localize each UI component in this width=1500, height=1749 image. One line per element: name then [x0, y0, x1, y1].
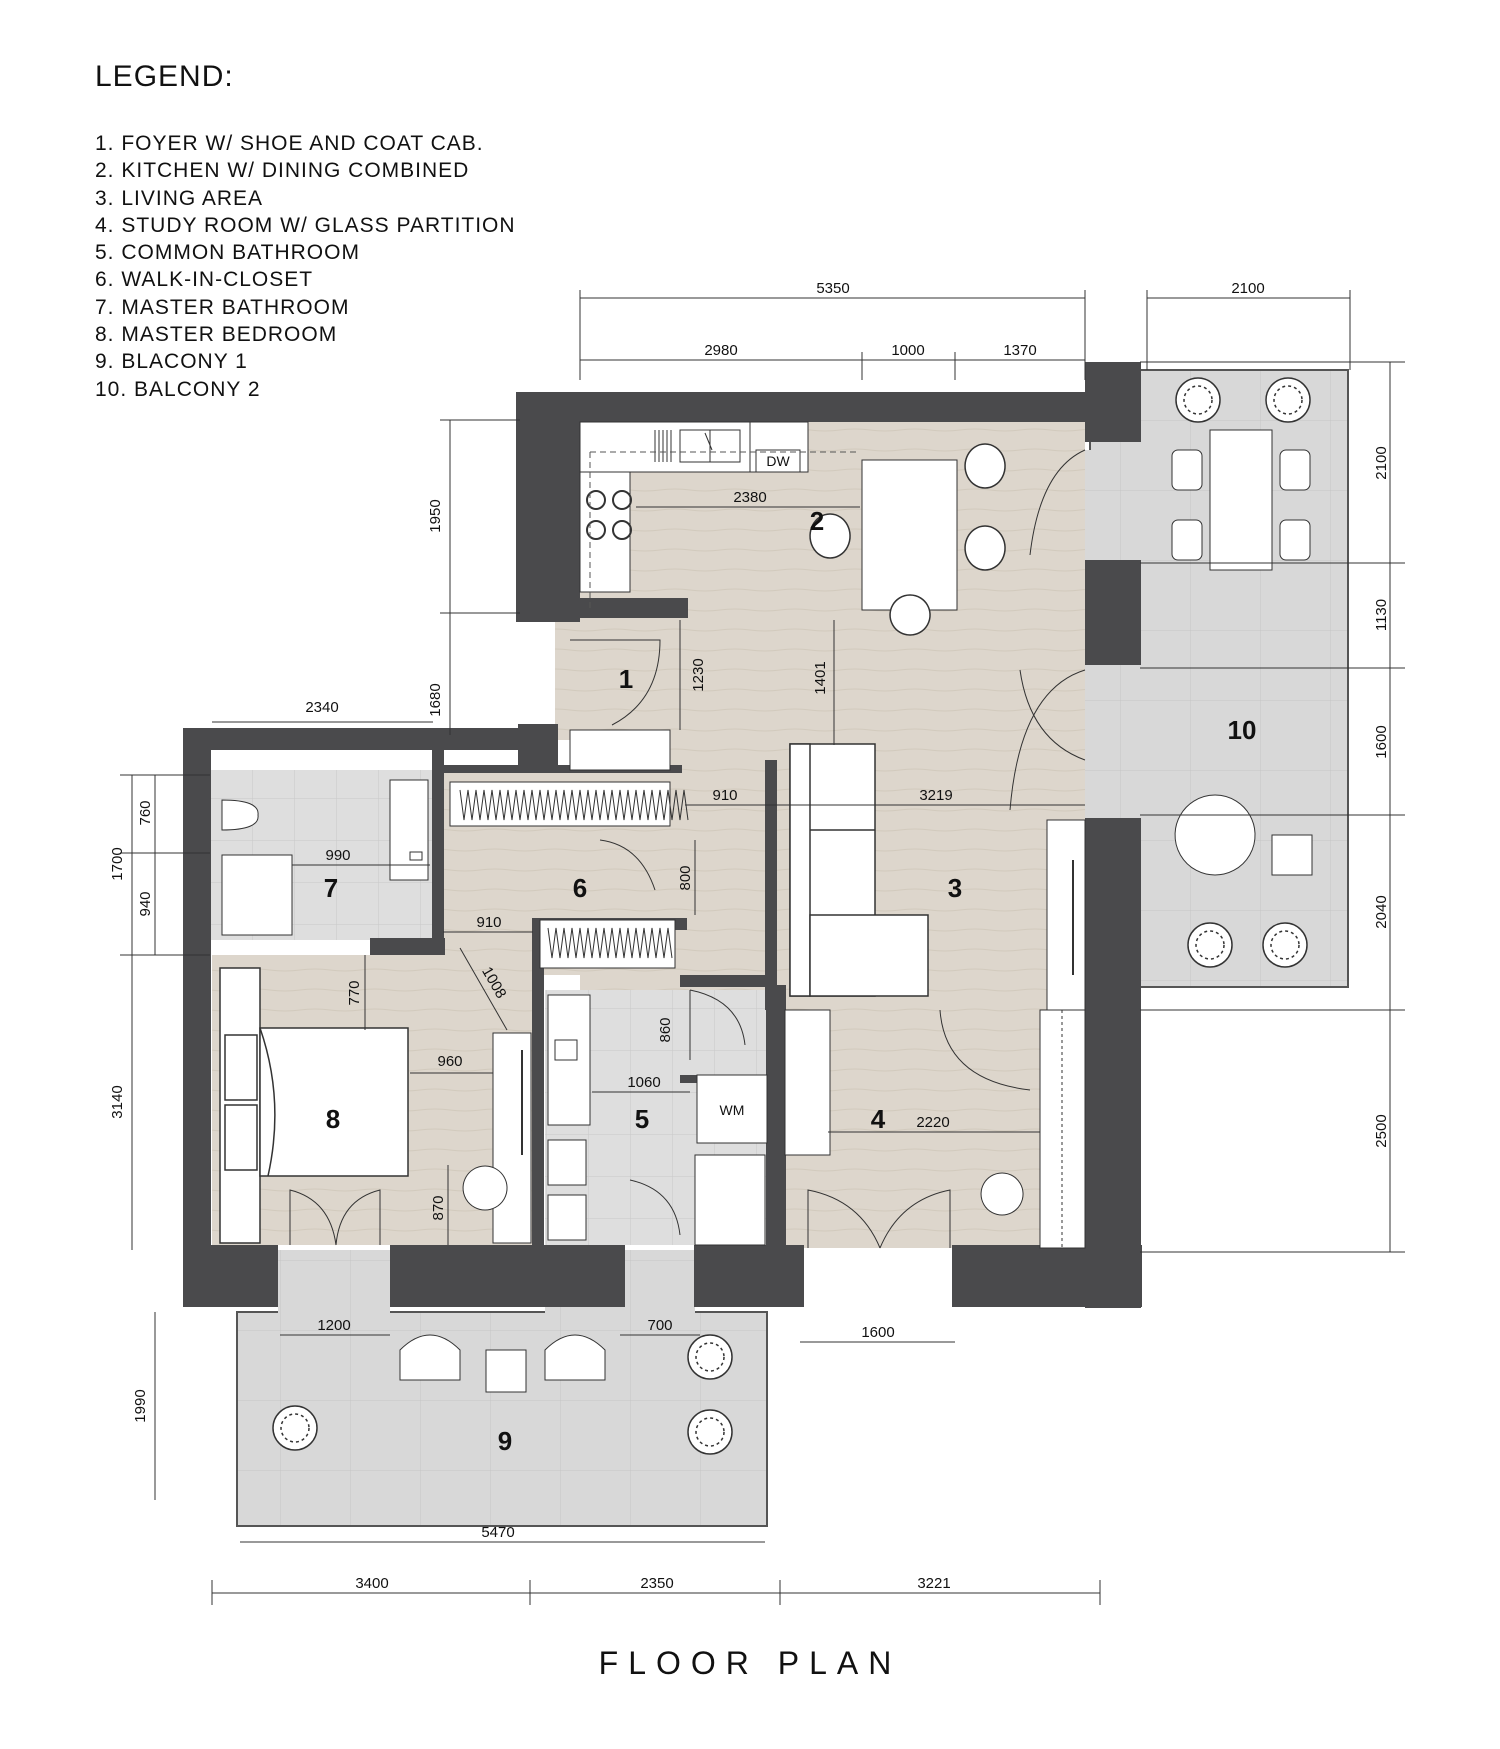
- dim-910a: 910: [712, 787, 737, 804]
- dim-1230: 1230: [690, 658, 707, 691]
- drying-rack-icon: [654, 430, 672, 462]
- dim-870: 870: [430, 1195, 447, 1220]
- legend-item: 7. MASTER BATHROOM: [95, 295, 350, 319]
- dimension-lines: [120, 290, 1405, 1605]
- bedroom-doors: [289, 1189, 381, 1246]
- study-desk: [784, 1009, 1024, 1216]
- dim-top-c: 1370: [1003, 342, 1036, 359]
- dim-left-760: 760: [137, 800, 154, 825]
- dim-770: 770: [346, 980, 363, 1005]
- legend-item: 9. BLACONY 1: [95, 350, 248, 374]
- room-label-10: 10: [1228, 715, 1257, 745]
- sofa: [789, 743, 929, 997]
- tv-cabinet: [1046, 819, 1086, 1011]
- plant-icon: [272, 1334, 733, 1455]
- dim-bal-5470: 5470: [481, 1524, 514, 1541]
- dim-860: 860: [657, 1017, 674, 1042]
- dim-bottom-2350: 2350: [640, 1575, 673, 1592]
- dim-bottom-3400: 3400: [355, 1575, 388, 1592]
- sink-icon: [679, 429, 741, 463]
- room-label-9: 9: [498, 1426, 512, 1456]
- dim-top-b: 1000: [891, 342, 924, 359]
- legend: LEGEND: 1. FOYER W/ SHOE AND COAT CAB. 2…: [95, 60, 516, 403]
- dim-left-1680: 1680: [427, 683, 444, 716]
- dim-910b: 910: [476, 914, 501, 931]
- legend-item: 10. BALCONY 2: [95, 377, 261, 401]
- room-label-5: 5: [635, 1104, 649, 1134]
- legend-list: 1. FOYER W/ SHOE AND COAT CAB. 2. KITCHE…: [95, 130, 516, 403]
- dim-left-2340: 2340: [305, 699, 338, 716]
- dim-bal-700: 700: [647, 1317, 672, 1334]
- common-bath-fixtures: [547, 994, 768, 1246]
- room-label-4: 4: [871, 1104, 886, 1134]
- room-label-1: 1: [619, 664, 633, 694]
- dim-bottom-3221: 3221: [917, 1575, 950, 1592]
- dining-table: [861, 459, 958, 611]
- common-bath-doors: [629, 989, 746, 1236]
- dim-3219: 3219: [919, 787, 952, 804]
- dim-2380: 2380: [733, 489, 766, 506]
- closet-rail-top: [449, 781, 689, 827]
- legend-item: 1. FOYER W/ SHOE AND COAT CAB.: [95, 132, 484, 155]
- dim-right-c: 1600: [1373, 725, 1390, 758]
- dim-top-a: 2980: [704, 342, 737, 359]
- dim-left-3140: 3140: [109, 1085, 126, 1118]
- balcony-doors: [1009, 449, 1086, 811]
- dim-left-940: 940: [137, 891, 154, 916]
- room-label-7: 7: [324, 873, 338, 903]
- dim-left-1990: 1990: [132, 1389, 149, 1422]
- dim-right-d: 2040: [1373, 895, 1390, 928]
- dim-left-1950: 1950: [427, 499, 444, 532]
- glass-partition: [1039, 1009, 1086, 1249]
- room-label-3: 3: [948, 873, 962, 903]
- room-label-8: 8: [326, 1104, 340, 1134]
- wardrobe: [492, 1032, 532, 1244]
- legend-item: 2. KITCHEN W/ DINING COMBINED: [95, 159, 470, 183]
- master-bath-fixtures: [221, 779, 429, 936]
- dim-top-balcony: 2100: [1231, 280, 1264, 297]
- dim-1060: 1060: [627, 1074, 660, 1091]
- legend-item: 6. WALK-IN-CLOSET: [95, 268, 314, 292]
- dim-800: 800: [677, 865, 694, 890]
- dishwasher-label: DW: [766, 453, 790, 469]
- legend-item: 4. STUDY ROOM W/ GLASS PARTITION: [95, 213, 516, 237]
- bedroom-chair: [462, 1165, 508, 1211]
- kitchen-counter: DW: [579, 421, 860, 608]
- bed: [219, 967, 409, 1244]
- dim-2220: 2220: [916, 1114, 949, 1131]
- legend-title: LEGEND:: [95, 60, 234, 93]
- dim-1401: 1401: [812, 661, 829, 694]
- washing-machine-label: WM: [720, 1102, 745, 1118]
- balcony-2-table: [1209, 429, 1273, 571]
- room-labels: 1 2 3 4 5 6 7 8 9 10: [324, 506, 1257, 1456]
- stove-icon: [586, 490, 632, 540]
- dim-bal-1600: 1600: [861, 1324, 894, 1341]
- dimension-labels: 5350 2980 1000 1370 2100 2100 1130 1600 …: [109, 280, 1390, 1592]
- dim-right-b: 1130: [1373, 599, 1390, 631]
- room-label-6: 6: [573, 873, 587, 903]
- legend-item: 5. COMMON BATHROOM: [95, 241, 360, 265]
- dim-990: 990: [325, 847, 350, 864]
- balcony-1-chairs: [399, 1334, 606, 1393]
- dining-chairs: [809, 443, 1006, 636]
- balcony-1: [236, 1250, 768, 1527]
- legend-item: 8. MASTER BEDROOM: [95, 323, 338, 347]
- study-doors: [807, 1009, 1031, 1249]
- room-label-2: 2: [810, 506, 824, 536]
- dim-top-total: 5350: [816, 280, 849, 297]
- dim-left-1700: 1700: [109, 847, 126, 880]
- foyer-cabinets: [569, 639, 671, 771]
- plant-icon: [1175, 377, 1311, 968]
- plan-title: FLOOR PLAN: [598, 1645, 902, 1681]
- dim-960: 960: [437, 1053, 462, 1070]
- closet-door: [599, 839, 656, 891]
- dim-right-e: 2500: [1373, 1114, 1390, 1147]
- closet-rail-bottom: [539, 919, 676, 969]
- dim-bal-1200: 1200: [317, 1317, 350, 1334]
- dim-right-a: 2100: [1373, 446, 1390, 479]
- legend-item: 3. LIVING AREA: [95, 186, 264, 210]
